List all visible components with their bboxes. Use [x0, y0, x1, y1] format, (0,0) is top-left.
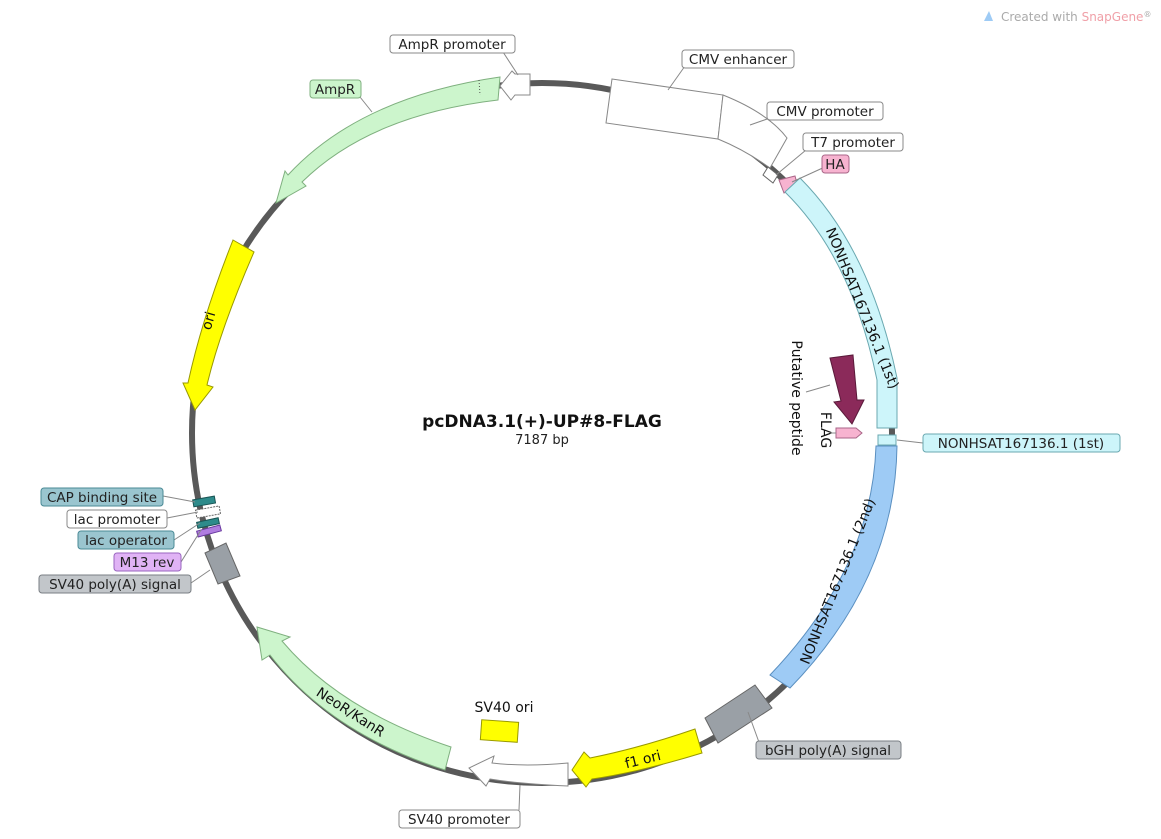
- callout-t7-promoter-text: T7 promoter: [810, 135, 895, 151]
- callout-ha-text: HA: [825, 157, 845, 173]
- seg-label-neor: NeoR/KanR: [313, 685, 388, 741]
- snapgene-watermark: Created with SnapGene®: [984, 10, 1151, 24]
- ampr-dotted-mark: [478, 79, 481, 96]
- feature-lac-promoter[interactable]: [194, 505, 222, 519]
- callout-sv40-ori-text: SV40 ori: [475, 700, 534, 716]
- feature-flag-arrow[interactable]: [835, 427, 863, 439]
- feature-nonhsat-2nd[interactable]: [769, 445, 898, 689]
- watermark-mark: ®: [1143, 10, 1151, 19]
- seg-label-ori: ori: [199, 310, 219, 332]
- leader-putative-peptide: [805, 384, 831, 393]
- callout-leaders: [162, 51, 924, 811]
- callout-lac-promoter-text: lac promoter: [74, 512, 161, 528]
- callout-cap-binding-site[interactable]: CAP binding site: [40, 487, 164, 507]
- callout-cmv-enhancer-text: CMV enhancer: [689, 52, 788, 68]
- callout-m13-rev-text: M13 rev: [120, 555, 175, 571]
- callout-m13-rev[interactable]: M13 rev: [113, 552, 182, 572]
- feature-t7-promoter[interactable]: [762, 166, 779, 184]
- svg-text:Created with SnapGene®: Created with SnapGene®: [1001, 10, 1151, 24]
- feature-sv40-polya[interactable]: [204, 542, 241, 585]
- feature-bgh-polya[interactable]: [704, 684, 773, 744]
- callout-cmv-promoter-text: CMV promoter: [776, 104, 874, 120]
- callout-nonhsat-1st-text: NONHSAT167136.1 (1st): [938, 436, 1104, 452]
- label-putative-peptide: Putative peptide: [788, 340, 804, 455]
- feature-ori[interactable]: [182, 239, 255, 411]
- callout-nonhsat-1st[interactable]: NONHSAT167136.1 (1st): [922, 433, 1121, 453]
- feature-putative-peptide-arrow[interactable]: [829, 354, 865, 425]
- feature-cap-binding-site[interactable]: [192, 495, 217, 508]
- seg-label-nonhsat-2nd: NONHSAT167136.1 (2nd): [798, 496, 879, 667]
- callout-t7-promoter[interactable]: T7 promoter: [802, 132, 904, 152]
- snapgene-logo-icon: [984, 11, 993, 21]
- feature-nonhsat-1st[interactable]: [784, 177, 898, 429]
- callout-sv40-polya-text: SV40 poly(A) signal: [49, 577, 181, 593]
- callout-lac-operator[interactable]: lac operator: [77, 530, 175, 550]
- callout-cmv-promoter[interactable]: CMV promoter: [766, 101, 884, 121]
- callout-sv40-promoter[interactable]: SV40 promoter: [398, 809, 521, 829]
- callout-ampr-promoter[interactable]: AmpR promoter: [389, 34, 516, 54]
- callout-bgh-polya-text: bGH poly(A) signal: [765, 743, 891, 759]
- callout-ha[interactable]: HA: [821, 154, 850, 174]
- feature-sv40-promoter[interactable]: [468, 755, 569, 787]
- callout-lac-operator-text: lac operator: [85, 533, 167, 549]
- callout-cap-binding-site-text: CAP binding site: [47, 490, 157, 506]
- feature-ampr[interactable]: [275, 76, 501, 205]
- feature-m13-rev[interactable]: [196, 524, 222, 538]
- feature-neor-kanr[interactable]: [256, 626, 452, 771]
- plasmid-name: pcDNA3.1(+)-UP#8-FLAG: [422, 412, 662, 432]
- callout-ampr-promoter-text: AmpR promoter: [398, 37, 506, 53]
- feature-f1-ori[interactable]: [571, 728, 703, 788]
- feature-sv40-ori[interactable]: [479, 719, 520, 743]
- feature-cmv-promoter[interactable]: [717, 94, 788, 169]
- callout-lac-promoter[interactable]: lac promoter: [66, 509, 168, 529]
- label-flag: FLAG: [817, 412, 833, 448]
- callout-bgh-polya[interactable]: bGH poly(A) signal: [755, 740, 902, 760]
- watermark-prefix: Created with: [1001, 10, 1082, 24]
- callout-sv40-polya[interactable]: SV40 poly(A) signal: [38, 574, 192, 594]
- callout-ampr[interactable]: AmpR: [309, 79, 362, 99]
- callout-sv40-promoter-text: SV40 promoter: [408, 812, 510, 828]
- feature-cmv-enhancer[interactable]: [605, 78, 724, 140]
- feature-ampr-promoter[interactable]: [499, 70, 531, 101]
- plasmid-size: 7187 bp: [515, 433, 569, 448]
- callout-cmv-enhancer[interactable]: CMV enhancer: [681, 49, 795, 69]
- feature-nonhsat-1st-end[interactable]: [877, 434, 897, 446]
- watermark-brand: SnapGene: [1082, 10, 1144, 24]
- callout-ampr-text: AmpR: [315, 82, 355, 98]
